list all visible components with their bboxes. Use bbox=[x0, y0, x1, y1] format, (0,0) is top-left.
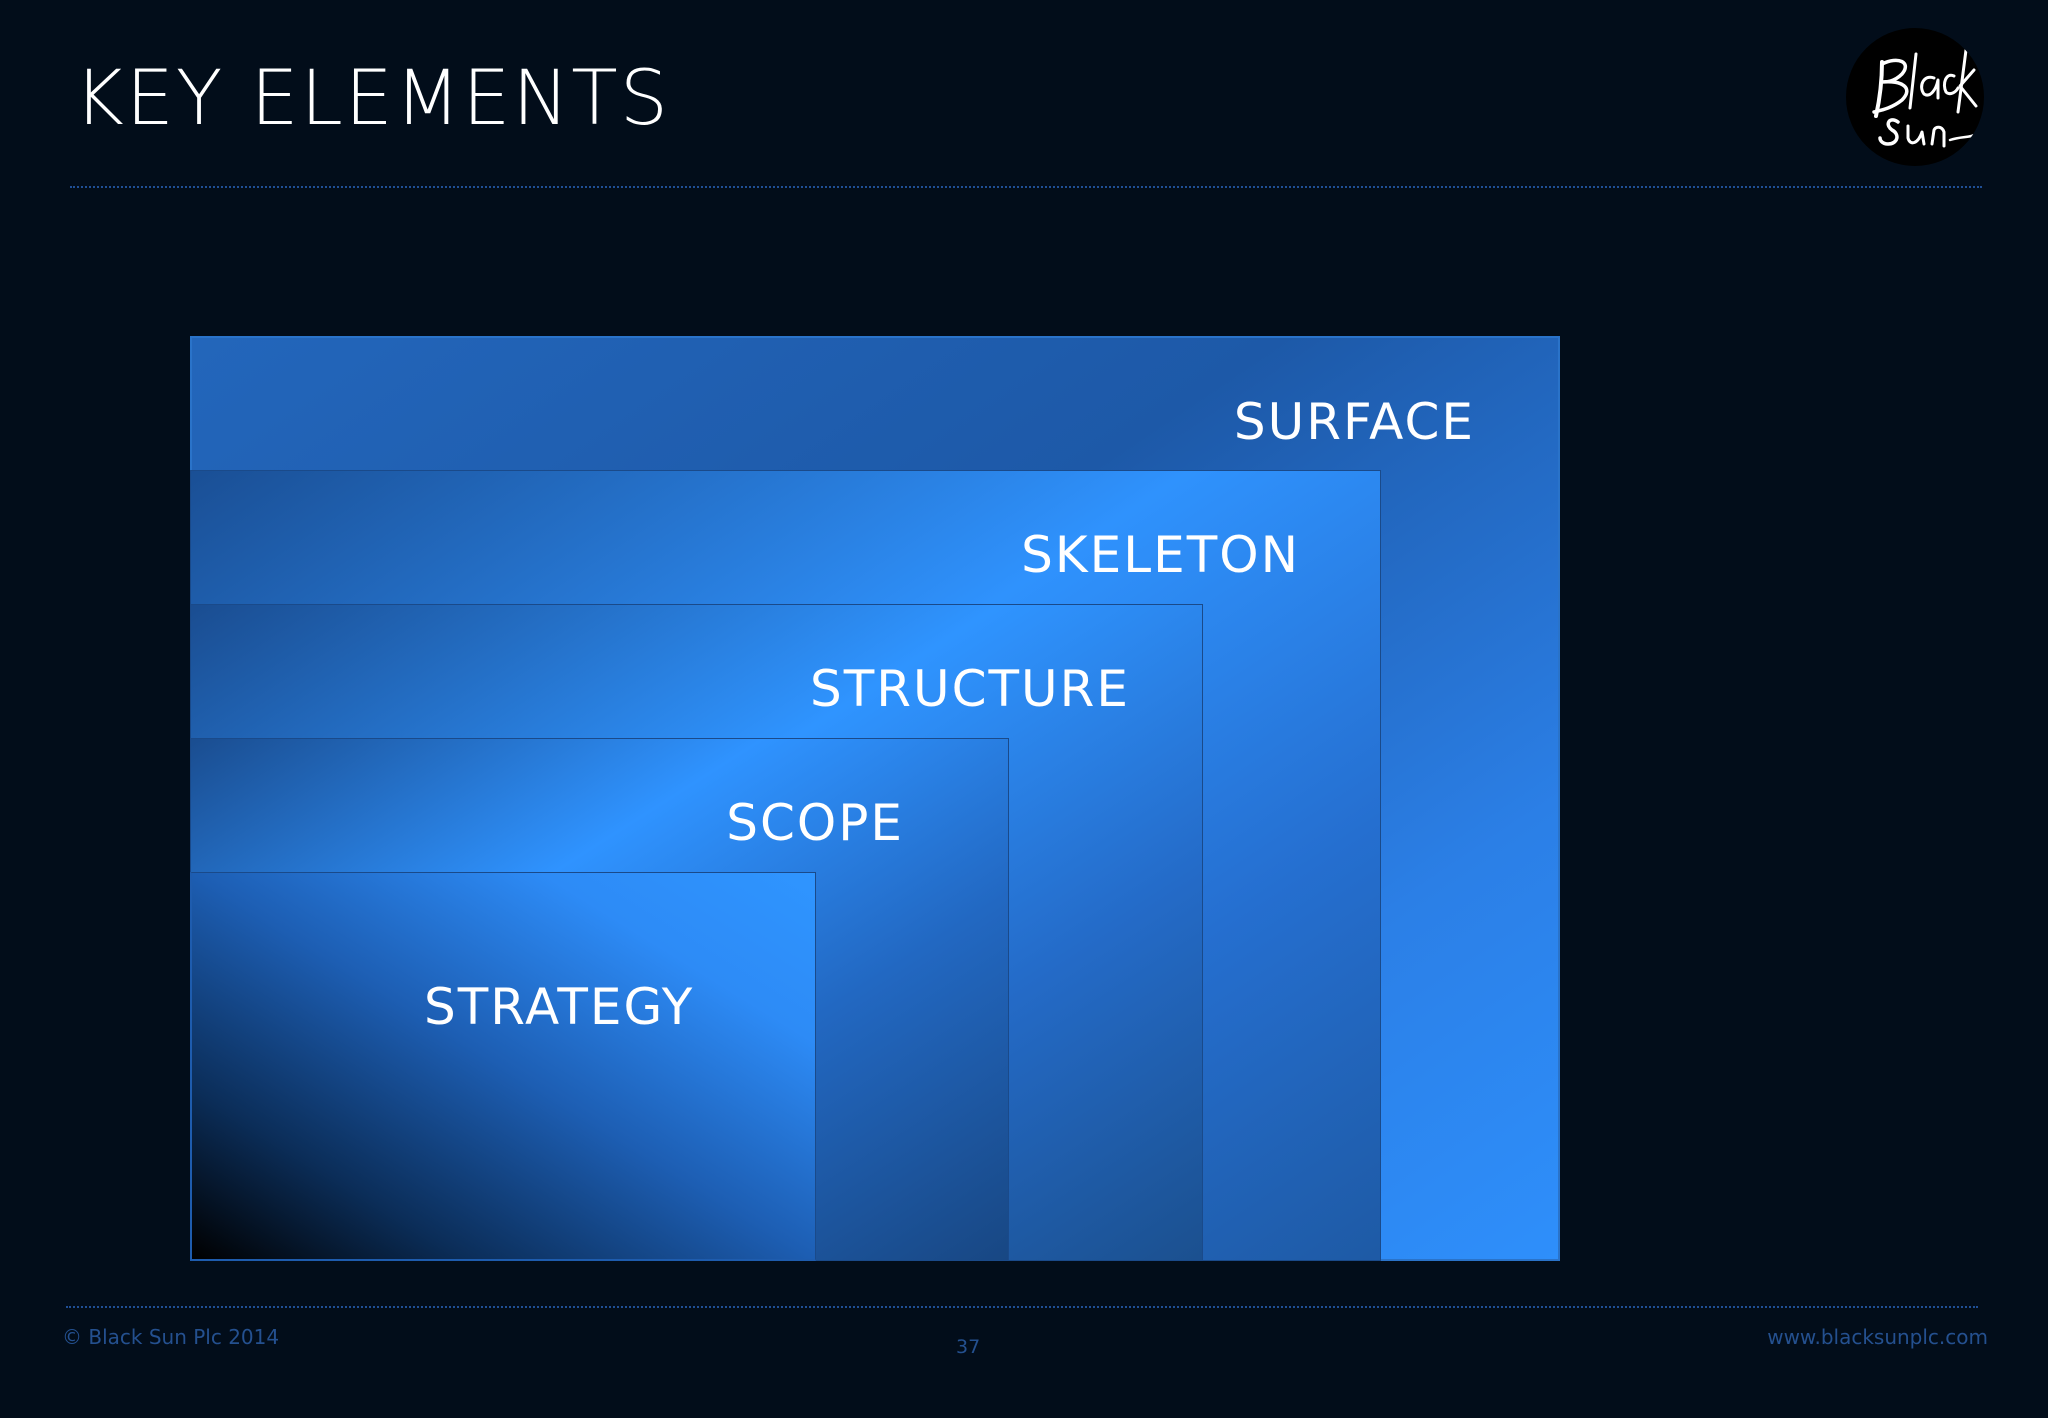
footer-divider bbox=[66, 1306, 1978, 1308]
layer-strategy: STRATEGY bbox=[190, 872, 816, 1261]
layer-label-skeleton: SKELETON bbox=[1021, 526, 1300, 584]
page-number: 37 bbox=[956, 1336, 981, 1358]
layer-label-strategy: STRATEGY bbox=[424, 978, 695, 1036]
footer-website-link[interactable]: www.blacksunplc.com bbox=[1767, 1325, 1988, 1349]
footer-copyright: © Black Sun Plc 2014 bbox=[62, 1325, 280, 1349]
header-divider bbox=[70, 186, 1982, 188]
black-sun-logo-icon bbox=[1846, 28, 1984, 166]
slide-title: KEY ELEMENTS bbox=[74, 53, 670, 142]
layer-label-scope: SCOPE bbox=[726, 794, 904, 852]
layer-label-surface: SURFACE bbox=[1233, 393, 1475, 451]
layer-label-structure: STRUCTURE bbox=[809, 660, 1130, 718]
